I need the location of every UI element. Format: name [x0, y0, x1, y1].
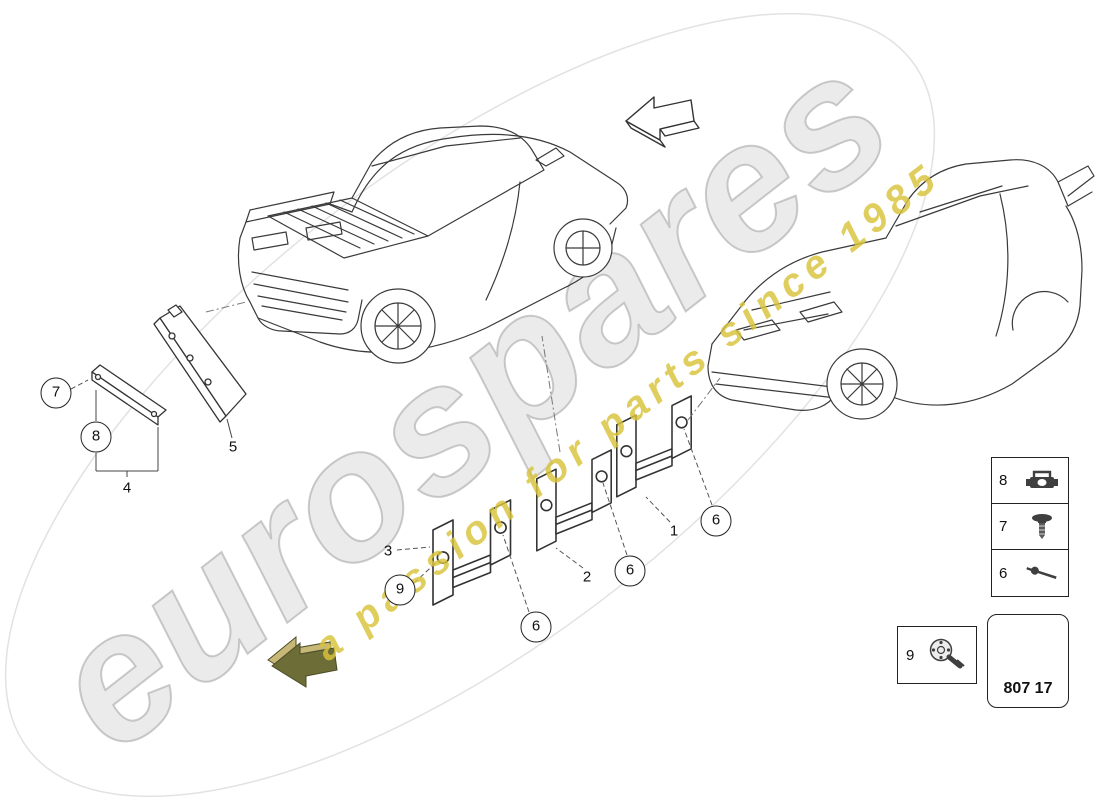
rear-view-car-illustration [237, 125, 629, 364]
callout-6-circle-middle[interactable]: 6 [614, 555, 646, 587]
part-ref-4[interactable]: 4 [122, 479, 132, 497]
part-5-plate[interactable] [153, 304, 247, 423]
part-ref-5[interactable]: 5 [228, 438, 238, 456]
callout-8-circle[interactable]: 8 [80, 421, 112, 453]
front-direction-arrow-icon [625, 96, 700, 148]
leader-lines [70, 301, 721, 613]
legend-row-item-7[interactable]: 7 [992, 504, 1068, 550]
aux-part-legend-item-9[interactable]: 9 [897, 626, 977, 684]
callout-6-circle-upper[interactable]: 6 [700, 505, 732, 537]
blind-rivet-icon [1026, 566, 1057, 579]
part-number-box: 807 17 [987, 614, 1069, 708]
callout-9-circle[interactable]: 9 [384, 574, 416, 606]
legend-number-8: 8 [999, 472, 1008, 489]
part-4-rail[interactable] [91, 364, 167, 426]
rivnut-fastener-icon [929, 638, 965, 669]
push-rivet-icon [1032, 513, 1052, 539]
cage-nut-icon [1026, 470, 1058, 488]
legend-row-item-6[interactable]: 6 [992, 550, 1068, 596]
legend-number-9: 9 [906, 646, 915, 664]
swoosh-decoration [4, 12, 936, 798]
part-ref-2[interactable]: 2 [582, 568, 592, 586]
part-ref-1[interactable]: 1 [669, 522, 679, 540]
rear-direction-arrow-icon [267, 635, 338, 688]
legend-row-item-8[interactable]: 8 [992, 458, 1068, 504]
callout-6-circle-lower[interactable]: 6 [520, 611, 552, 643]
legend-number-6: 6 [999, 564, 1008, 582]
part-number: 807 17 [1003, 680, 1053, 697]
part-ref-3[interactable]: 3 [383, 542, 393, 560]
callout-7-circle[interactable]: 7 [40, 377, 72, 409]
legend-number-7: 7 [999, 518, 1008, 535]
fastener-legend: 8 7 6 [991, 457, 1069, 597]
front-view-car-illustration [707, 159, 1095, 420]
